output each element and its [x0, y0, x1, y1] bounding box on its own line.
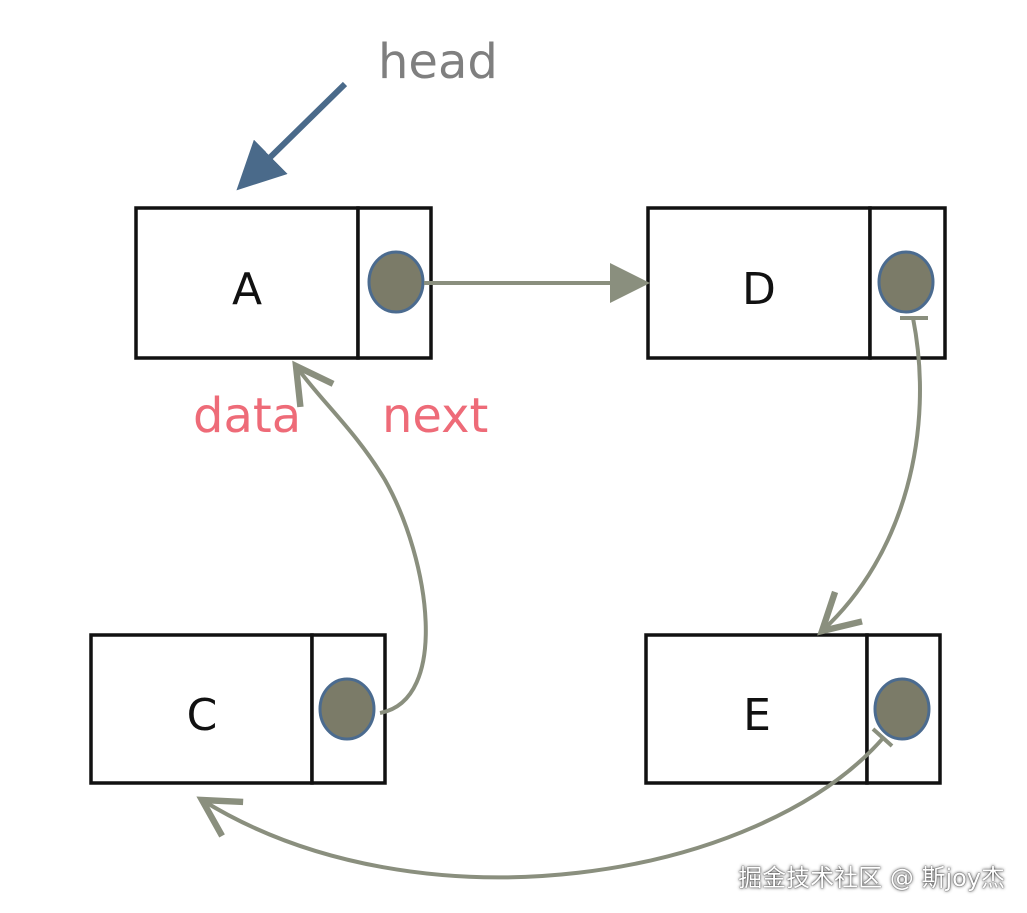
watermark-text: 掘金技术社区 @ 斯joy杰	[738, 864, 1005, 892]
node-a-data-cell	[134, 206, 360, 360]
node-e-pointer-dot	[873, 677, 931, 741]
node-d: D	[646, 206, 947, 360]
data-field-label: data	[193, 388, 301, 444]
link-d-to-e	[817, 317, 922, 636]
link-e-to-c	[196, 735, 886, 880]
node-d-data-cell	[646, 206, 872, 360]
next-field-label: next	[382, 388, 488, 444]
link-e-to-c-tail	[871, 727, 894, 748]
head-pointer-arrow	[236, 81, 348, 191]
node-c-label: C	[187, 690, 218, 741]
node-c: C	[89, 633, 387, 785]
node-a-label: A	[232, 264, 262, 315]
head-label: head	[378, 34, 498, 90]
node-d-label: D	[742, 264, 776, 315]
node-e-data-cell	[644, 633, 869, 785]
node-c-data-cell	[89, 633, 314, 785]
node-a: A	[134, 206, 433, 360]
node-e-label: E	[743, 690, 771, 741]
node-c-pointer-dot	[318, 677, 376, 741]
link-c-to-a	[292, 360, 428, 715]
node-d-pointer-dot	[877, 250, 935, 314]
node-a-pointer-dot	[367, 250, 425, 314]
node-e: E	[644, 633, 942, 785]
